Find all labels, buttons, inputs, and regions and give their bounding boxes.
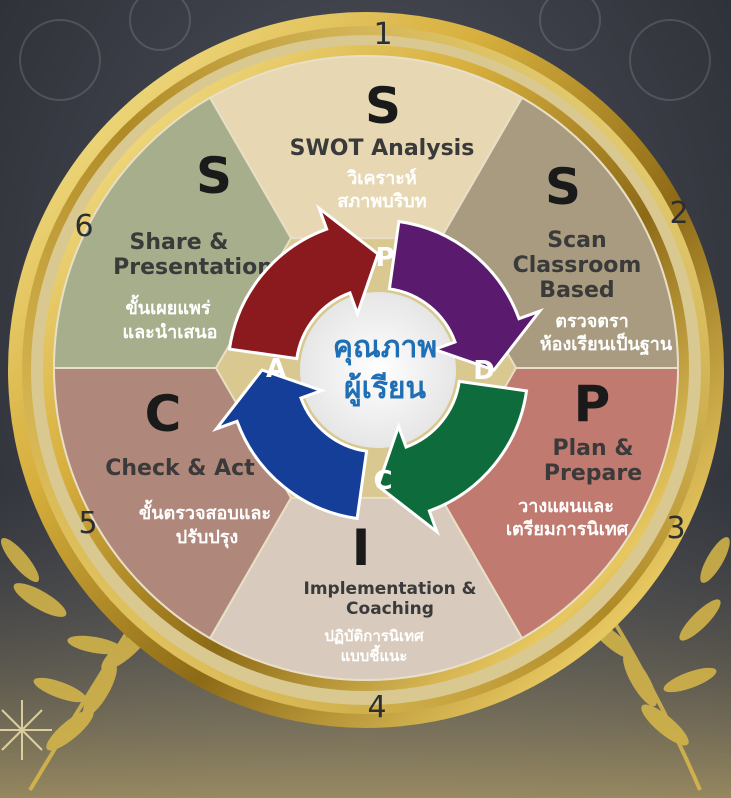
segment-title: Classroom (513, 253, 642, 278)
segment-title: Based (539, 278, 614, 303)
segment-thai: ขั้นตรวจสอบและ (139, 499, 271, 524)
segment-title: Scan (547, 228, 606, 253)
act-arrow (212, 368, 369, 521)
segment-thai: ตรวจตรา (555, 311, 628, 332)
segment-thai: ปฏิบัติการนิเทศ (324, 627, 424, 645)
plan-arrow (227, 204, 380, 361)
segment-thai: สภาพบริบท (337, 191, 426, 212)
segment-bg-share (52, 96, 293, 369)
segment-title: Plan & (552, 436, 633, 461)
segment-title: Share & (130, 230, 229, 255)
segment-title: Coaching (346, 599, 434, 619)
segment-bg-check (52, 367, 293, 640)
segment-letter: S (196, 147, 232, 205)
segment-bg-swot (208, 55, 524, 240)
arrow-letter-a: A (266, 354, 286, 384)
segment-scan: S Scan Classroom Based ตรวจตรา ห้องเรียน… (513, 158, 673, 356)
segment-thai: และนำเสนอ (123, 322, 218, 343)
segment-thai: วิเคราะห์ (346, 167, 417, 189)
number-5: 5 (78, 506, 97, 541)
arrow-letter-c: C (373, 466, 392, 496)
segment-title: Prepare (544, 461, 642, 486)
segment-title: Check & Act (105, 456, 255, 481)
arrow-letter-p: P (375, 243, 394, 273)
laurel-right-icon (558, 537, 730, 791)
segment-swot: S SWOT Analysis วิเคราะห์ สภาพบริบท (290, 77, 475, 212)
segment-letter: I (352, 519, 371, 577)
cycle-center (300, 292, 456, 448)
segment-title: Implementation & (304, 579, 477, 599)
number-2: 2 (669, 196, 688, 231)
center-title: คุณภาพ (333, 330, 437, 366)
do-arrow (387, 219, 544, 372)
number-3: 3 (666, 511, 685, 546)
number-4: 4 (367, 690, 386, 725)
center-title: ผู้เรียน (344, 371, 427, 407)
number-6: 6 (74, 209, 93, 244)
segment-plan: P Plan & Prepare วางแผนและ เตรียมการนิเท… (506, 375, 642, 540)
inner-gold-ring (43, 45, 689, 691)
segment-thai: ปรับปรุง (176, 527, 238, 549)
pdca-cycle: P D C A คุณภาพ ผู้เรียน (212, 204, 544, 536)
segment-share: S Share & Presentation ขั้นเผยแพร่ และนำ… (113, 147, 273, 343)
segment-letter: S (545, 158, 581, 216)
segment-title: SWOT Analysis (290, 136, 475, 161)
segment-implementation: I Implementation & Coaching ปฏิบัติการนิ… (304, 519, 477, 665)
segment-letter: P (574, 375, 611, 433)
segment-thai: แบบชี้แนะ (341, 644, 408, 665)
segment-bg-implementation (208, 496, 524, 681)
segment-thai: เตรียมการนิเทศ (506, 519, 629, 540)
segment-thai: ขั้นเผยแพร่ (126, 294, 211, 319)
segment-letter: S (365, 77, 401, 135)
sparkle-icon (0, 700, 52, 760)
segment-thai: ห้องเรียนเป็นฐาน (540, 332, 673, 356)
number-1: 1 (373, 17, 392, 52)
arrow-letter-d: D (473, 356, 495, 386)
check-arrow (376, 379, 529, 536)
segment-check: C Check & Act ขั้นตรวจสอบและ ปรับปรุง (105, 385, 271, 549)
segment-title: Presentation (113, 255, 273, 280)
segment-letter: C (145, 385, 182, 443)
segment-thai: วางแผนและ (518, 496, 614, 517)
